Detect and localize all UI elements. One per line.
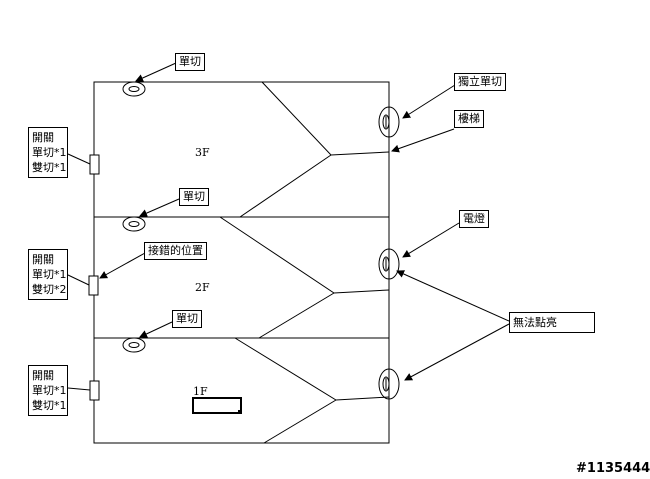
arrow-cannot-light-2f — [396, 270, 510, 322]
wall-switch-3f — [89, 154, 100, 175]
label-stairs: 樓梯 — [454, 110, 484, 128]
stairs-3f — [239, 81, 390, 218]
watermark: #1135444 — [576, 461, 650, 476]
switch-box-3f-line-2: 單切*1 — [32, 146, 67, 159]
leader-lines — [67, 153, 91, 391]
floor-label-2f: 2F — [195, 281, 210, 294]
switch-box-1f-line-2: 單切*1 — [32, 384, 67, 397]
arrow-wrong-position — [99, 252, 146, 279]
label-cannot-light: 無法點亮 — [509, 312, 595, 333]
arrow-single-cut-low — [139, 321, 173, 338]
arrow-single-cut-top — [135, 62, 177, 82]
switch-box-2f-line-1: 開關 — [32, 253, 54, 266]
switch-box-2f: 開關 單切*1 雙切*2 — [28, 249, 68, 300]
wall-switch-1f — [89, 380, 100, 401]
arrow-staircase-light — [402, 222, 460, 258]
label-single-cut-top: 單切 — [175, 53, 205, 71]
switch-box-2f-line-3: 雙切*2 — [32, 283, 67, 296]
switch-box-1f-line-1: 開關 — [32, 369, 54, 382]
floor-label-3f: 3F — [195, 146, 210, 159]
arrow-single-cut-mid — [139, 198, 180, 217]
label-single-cut-mid: 單切 — [179, 188, 209, 206]
wall-switch-2f — [88, 275, 99, 296]
arrow-independent — [402, 84, 456, 119]
stairs-1f — [234, 337, 390, 444]
building-outline — [93, 81, 390, 444]
arrows — [99, 62, 510, 381]
stairs-2f — [219, 216, 390, 339]
wall-lamp-2f — [378, 248, 400, 280]
wall-lamp-3f — [378, 106, 400, 138]
switch-box-3f: 開關 單切*1 雙切*1 — [28, 127, 68, 178]
label-single-cut-low: 單切 — [172, 310, 202, 328]
switch-box-3f-line-1: 開關 — [32, 131, 54, 144]
ceiling-light-3f — [122, 81, 146, 97]
arrow-stairs — [391, 128, 455, 153]
floor-label-1f: 1F — [193, 385, 208, 398]
arrow-cannot-light-1f — [404, 323, 510, 381]
highlight-box-1f — [192, 397, 242, 414]
label-staircase-light: 電燈 — [459, 210, 489, 228]
switch-box-2f-line-2: 單切*1 — [32, 268, 67, 281]
ceiling-light-1f — [122, 337, 146, 353]
ceiling-light-2f — [122, 216, 146, 232]
switch-box-1f-line-3: 雙切*1 — [32, 399, 67, 412]
wall-lamp-1f — [378, 368, 400, 400]
label-independent-single-cut: 獨立單切 — [454, 73, 506, 91]
label-wrong-position: 接錯的位置 — [144, 242, 207, 260]
switch-box-3f-line-3: 雙切*1 — [32, 161, 67, 174]
switch-box-1f: 開關 單切*1 雙切*1 — [28, 365, 68, 416]
highlight-box-handle — [238, 410, 242, 414]
